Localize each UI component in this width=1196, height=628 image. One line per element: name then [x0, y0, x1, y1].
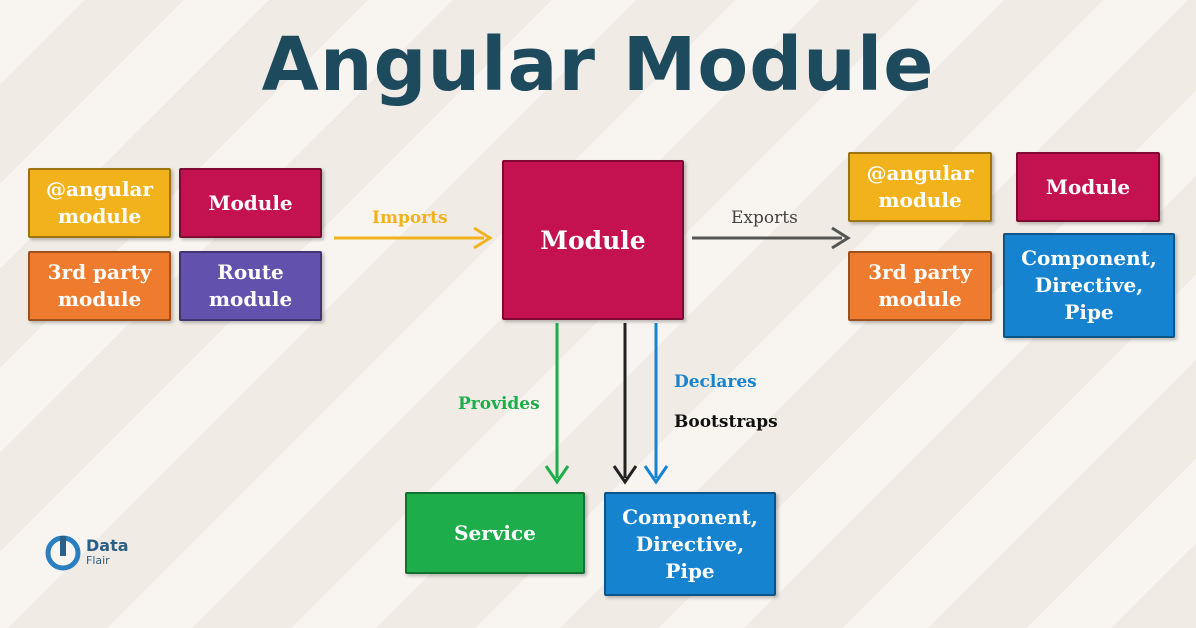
left-module-box: Module: [179, 168, 322, 238]
right-third-party-label: 3rd party module: [868, 260, 972, 311]
left-third-party-label: 3rd party module: [47, 260, 152, 311]
declares-label: Declares: [674, 372, 757, 392]
left-route-module-label: Route module: [208, 260, 293, 311]
imports-arrow: [334, 226, 493, 250]
right-angular-module-label: @angular module: [866, 161, 974, 212]
left-angular-module-box: @angular module: [28, 168, 171, 238]
right-module-box: Module: [1016, 152, 1160, 222]
exports-arrow: [692, 226, 851, 250]
declares-arrow: [643, 323, 669, 485]
right-angular-module-box: @angular module: [848, 152, 992, 222]
left-angular-module-label: @angular module: [45, 177, 154, 228]
logo-line2: Flair: [86, 554, 110, 567]
right-module-label: Module: [1045, 174, 1131, 199]
left-route-module-box: Route module: [179, 251, 322, 321]
dataflair-logo: Data Flair: [44, 534, 129, 572]
bottom-component-label: Component, Directive, Pipe: [622, 504, 758, 583]
bootstraps-arrow: [612, 323, 638, 485]
left-module-label: Module: [208, 190, 293, 215]
provides-arrow: [544, 323, 570, 485]
page-title: Angular Module: [261, 22, 935, 108]
imports-label: Imports: [372, 208, 448, 228]
dataflair-logo-text: Data Flair: [86, 538, 129, 568]
bootstraps-label: Bootstraps: [674, 412, 778, 432]
service-box: Service: [405, 492, 585, 574]
service-label: Service: [454, 520, 536, 545]
right-component-label: Component, Directive, Pipe: [1021, 246, 1157, 324]
right-third-party-box: 3rd party module: [848, 251, 992, 321]
center-module-box: Module: [502, 160, 684, 320]
bottom-component-box: Component, Directive, Pipe: [604, 492, 776, 596]
logo-line1: Data: [86, 536, 129, 555]
exports-label: Exports: [731, 208, 798, 228]
left-third-party-box: 3rd party module: [28, 251, 171, 321]
right-component-box: Component, Directive, Pipe: [1003, 233, 1175, 338]
center-module-label: Module: [540, 225, 646, 255]
provides-label: Provides: [458, 394, 540, 414]
dataflair-logo-icon: [45, 535, 81, 571]
